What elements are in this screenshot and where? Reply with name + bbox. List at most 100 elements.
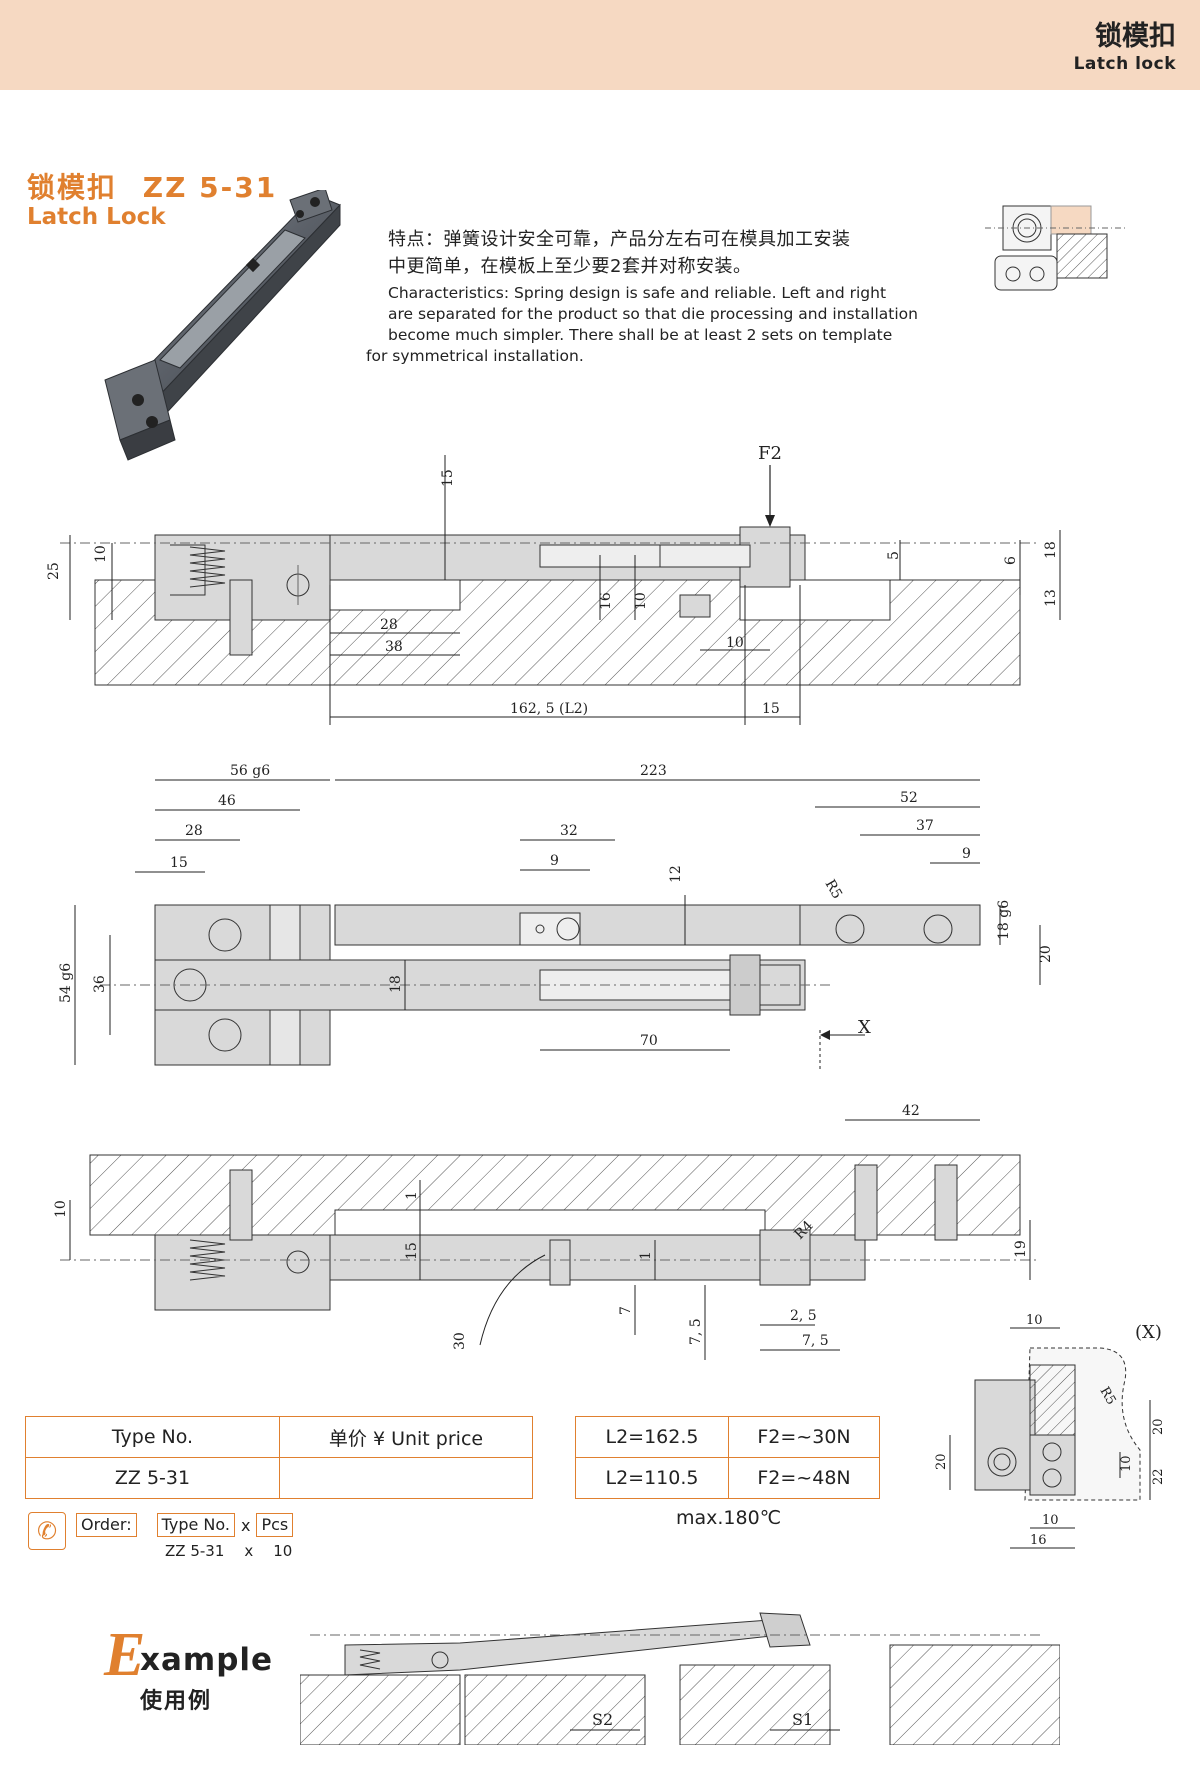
- mounting-sketch: [975, 198, 1135, 304]
- type-value: ZZ 5-31: [25, 1457, 280, 1499]
- detailX-dim-10b: 10: [1119, 1455, 1134, 1472]
- product-title: 锁模扣 ZZ 5-31: [27, 166, 277, 206]
- F2-30: F2=~30N: [728, 1416, 880, 1458]
- max-temp-note: max.180℃: [676, 1507, 782, 1529]
- price-value: [279, 1457, 533, 1499]
- drawing-side-section: F2 15 25 10 28 38 16 10 10 5 6 18 13 162…: [46, 443, 1080, 735]
- dim-37: 37: [916, 818, 934, 834]
- features-zh: 特点：弹簧设计安全可靠，产品分左右可在模具加工安装 中更简单，在模板上至少要2套…: [388, 226, 928, 280]
- example-S1: S1: [792, 1710, 813, 1729]
- dim-30: 30: [452, 1332, 468, 1350]
- dim-7: 7: [618, 1306, 634, 1315]
- detail-X: (X) 10 R5 20 20 10 22 10 16: [934, 1313, 1166, 1560]
- features-zh-line1: 特点：弹簧设计安全可靠，产品分左右可在模具加工安装: [388, 229, 851, 250]
- dim-7-5: 7, 5: [688, 1318, 704, 1345]
- label-F2: F2: [758, 443, 782, 464]
- product-name-zh: 锁模扣: [27, 171, 118, 204]
- detailX-dim-20b: 20: [934, 1453, 949, 1470]
- dim-7-5b: 7, 5: [802, 1333, 829, 1349]
- dim-20: 20: [1038, 945, 1054, 963]
- label-R5: R5: [822, 877, 846, 902]
- dim-10: 10: [53, 1200, 69, 1218]
- product-model: ZZ 5-31: [142, 171, 278, 204]
- example-letter: E: [104, 1621, 146, 1689]
- detailX-dim-10: 10: [1026, 1313, 1043, 1328]
- detailX-dim-20: 20: [1151, 1418, 1166, 1435]
- dim-15: 15: [404, 1242, 420, 1260]
- features-en: Characteristics: Spring design is safe a…: [366, 283, 928, 367]
- dim-1b: 1: [638, 1251, 654, 1260]
- dim-28: 28: [380, 617, 398, 633]
- dim-5: 5: [886, 551, 902, 560]
- drawing-bottom-section: 42 10 1 15 1 R4 19 30 7 7, 5 2, 5 7, 5: [53, 1103, 1080, 1370]
- order-pcs-label: Pcs: [256, 1513, 294, 1537]
- dim-56g6: 56 g6: [230, 763, 270, 779]
- drawing-top-view: 56 g6 46 28 15 223 52 37 9 32 9 54 g6 36…: [58, 763, 1054, 1075]
- header-band: 锁模扣 Latch lock: [0, 0, 1200, 90]
- order-label: Order:: [76, 1513, 137, 1537]
- force-table: L2=162.5 F2=~30N L2=110.5 F2=~48N: [575, 1416, 880, 1499]
- dim-10: 10: [93, 545, 109, 563]
- features-en-line1: Characteristics: Spring design is safe a…: [388, 284, 887, 302]
- F2-48: F2=~48N: [728, 1457, 880, 1499]
- order-type-value: ZZ 5-31: [165, 1542, 225, 1560]
- dim-10c: 10: [726, 635, 744, 651]
- col-type-header: Type No.: [25, 1416, 280, 1458]
- dim-42: 42: [902, 1103, 920, 1119]
- dim-1: 1: [404, 1191, 420, 1200]
- product-photo: [104, 190, 341, 461]
- dim-9b: 9: [550, 853, 559, 869]
- dim-6: 6: [1003, 556, 1019, 565]
- L2-110: L2=110.5: [575, 1457, 729, 1499]
- dim-13: 13: [1043, 589, 1059, 607]
- L2-162: L2=162.5: [575, 1416, 729, 1458]
- example-drawing: S2 S1: [300, 1612, 1060, 1745]
- dim-52: 52: [900, 790, 918, 806]
- dim-16: 16: [598, 592, 614, 610]
- dim-2-5: 2, 5: [790, 1308, 817, 1324]
- features-zh-line2: 中更简单，在模板上至少要2套并对称安装。: [388, 256, 752, 277]
- dim-18: 18: [388, 975, 404, 993]
- dim-28: 28: [185, 823, 203, 839]
- detailX-label: (X): [1135, 1322, 1162, 1343]
- detailX-dim-10c: 10: [1042, 1513, 1059, 1528]
- order-times2: x: [244, 1542, 254, 1560]
- dim-46: 46: [218, 793, 236, 809]
- dim-10b: 10: [633, 592, 649, 610]
- product-name-en: Latch Lock: [27, 204, 166, 230]
- header-title-en: Latch lock: [1073, 54, 1176, 74]
- dim-25: 25: [46, 562, 62, 580]
- detailX-dim-22: 22: [1151, 1468, 1166, 1485]
- dim-15b: 15: [762, 701, 780, 717]
- dim-38: 38: [385, 639, 403, 655]
- features-en-line2: are separated for the product so that di…: [388, 305, 918, 323]
- col-price-header: 单价 ¥ Unit price: [279, 1416, 533, 1458]
- dim-223: 223: [640, 763, 667, 779]
- dim-70: 70: [640, 1033, 658, 1049]
- phone-icon: ✆: [28, 1512, 66, 1550]
- order-example: ZZ 5-31 x 10: [165, 1542, 292, 1560]
- dim-54g6: 54 g6: [58, 963, 74, 1003]
- dim-L2: 162, 5 (L2): [510, 701, 588, 717]
- dim-12: 12: [668, 865, 684, 883]
- example-word: xample: [140, 1642, 274, 1678]
- example-S2: S2: [592, 1710, 613, 1729]
- dim-9: 9: [962, 846, 971, 862]
- dim-18g6: 18 g6: [996, 900, 1012, 940]
- label-X: X: [858, 1017, 871, 1038]
- order-times: x: [240, 1515, 251, 1535]
- features-en-line3: become much simpler. There shall be at l…: [388, 326, 893, 344]
- dim-18: 18: [1043, 541, 1059, 559]
- dim-36: 36: [92, 975, 108, 993]
- price-table: Type No. 单价 ¥ Unit price ZZ 5-31: [25, 1416, 533, 1499]
- dim-15: 15: [170, 855, 188, 871]
- example-zh: 使用例: [140, 1689, 213, 1714]
- dim-15: 15: [440, 469, 456, 487]
- order-line: Order: Type No. x Pcs: [76, 1513, 294, 1537]
- dim-19: 19: [1013, 1240, 1029, 1258]
- order-type-label: Type No.: [156, 1513, 235, 1537]
- dim-32: 32: [560, 823, 578, 839]
- detailX-dim-16: 16: [1030, 1533, 1047, 1548]
- features-en-line4: for symmetrical installation.: [366, 347, 584, 365]
- order-qty: 10: [273, 1542, 293, 1560]
